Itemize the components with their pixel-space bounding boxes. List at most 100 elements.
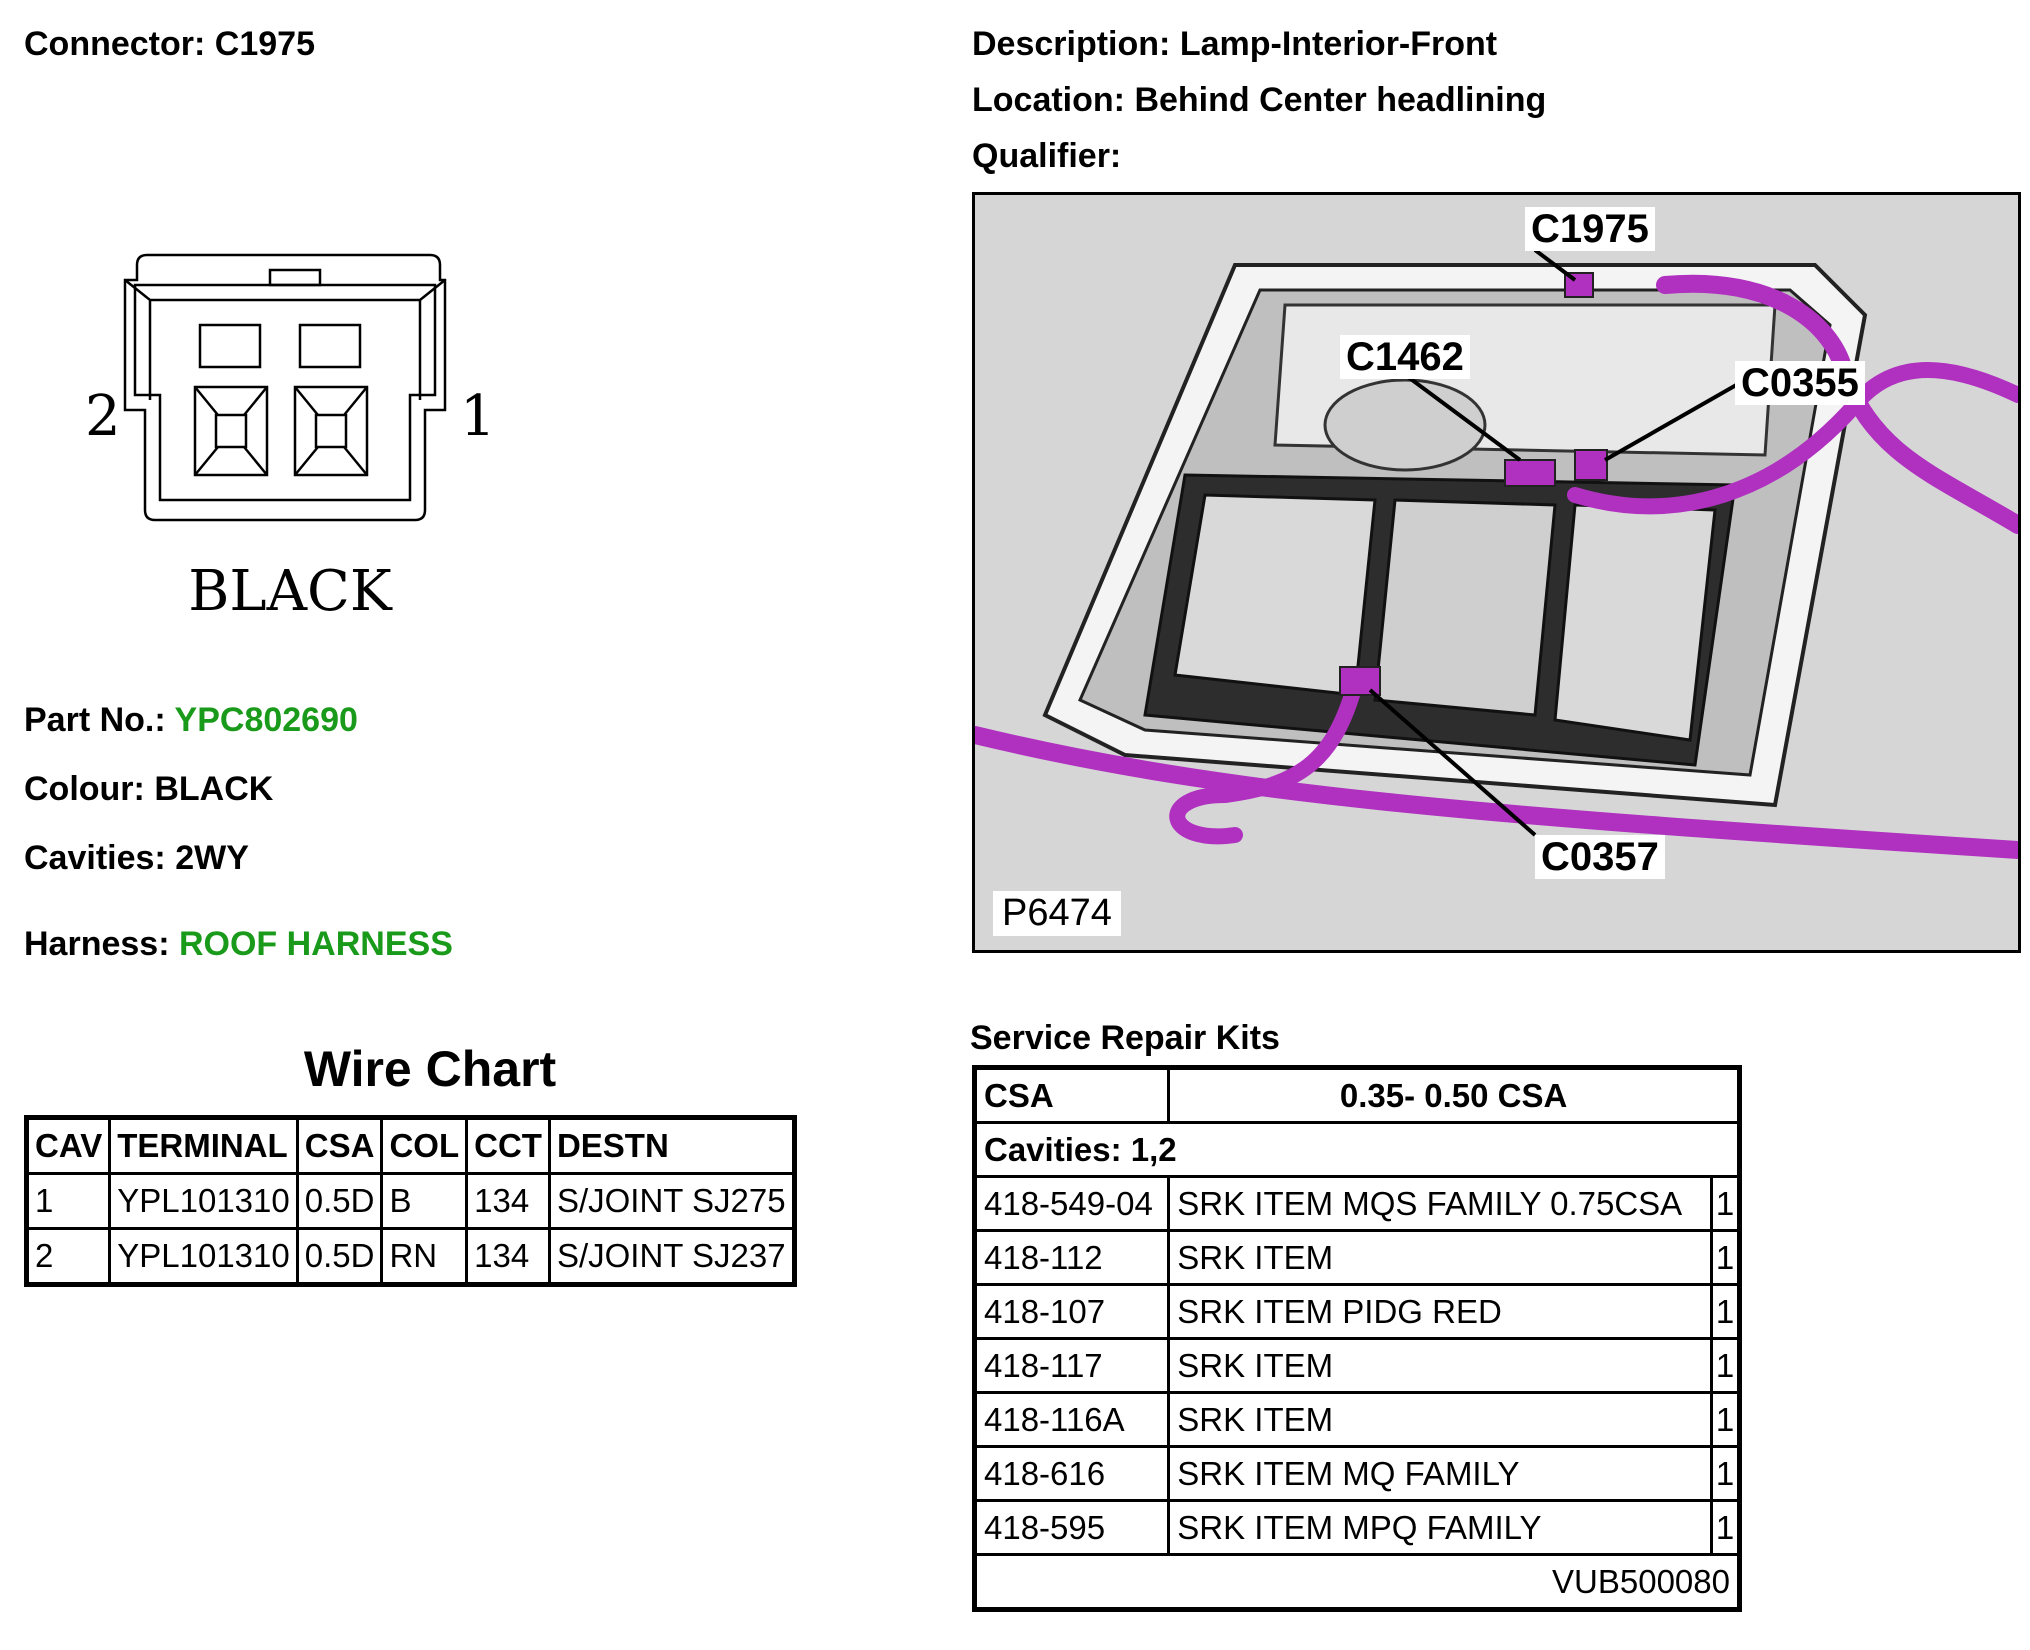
srk-desc: SRK ITEM MPQ FAMILY <box>1167 1499 1713 1556</box>
cell-cct: 134 <box>465 1172 551 1230</box>
description-line: Description: Lamp-Interior-Front <box>972 24 1497 64</box>
srk-qty: 1 <box>1710 1445 1741 1502</box>
srk-part: 418-595 <box>972 1499 1171 1556</box>
srk-desc: SRK ITEM <box>1167 1229 1713 1286</box>
cell-terminal: YPL101310 <box>108 1227 299 1286</box>
connector-inner-outline <box>133 283 437 502</box>
connectors-highlighted <box>1339 272 1608 696</box>
header-cct: CCT <box>465 1116 551 1175</box>
table-row: 418-116A SRK ITEM 1 <box>972 1391 1741 1448</box>
srk-qty: 1 <box>1710 1499 1741 1556</box>
harness-line: Harness: ROOF HARNESS <box>24 924 453 964</box>
srk-part: 418-107 <box>972 1283 1171 1340</box>
wire-chart-title: Wire Chart <box>303 1041 557 1097</box>
cell-csa: 0.5D <box>295 1172 384 1230</box>
connector-line: Connector: C1975 <box>24 24 315 64</box>
srk-qty: 1 <box>1710 1175 1741 1232</box>
callout-c0355: C0355 <box>1735 361 1865 405</box>
location-label: Location: <box>972 81 1125 119</box>
callout-c1462: C1462 <box>1340 335 1470 379</box>
cavity-2 <box>193 385 269 477</box>
connector-value: C1975 <box>214 25 315 63</box>
latch-tab <box>268 268 322 287</box>
srk-csa-label: CSA <box>972 1066 1171 1124</box>
srk-footer: VUB500080 <box>973 1553 1741 1611</box>
cell-cav: 2 <box>24 1227 112 1286</box>
cell-csa: 0.5D <box>295 1227 384 1286</box>
connector-face-diagram: 2 1 BLACK <box>85 253 495 624</box>
srk-desc: SRK ITEM PIDG RED <box>1167 1283 1713 1340</box>
table-row: 418-112 SRK ITEM 1 <box>972 1229 1741 1286</box>
qualifier-label: Qualifier: <box>972 137 1122 175</box>
table-row: 1 YPL101310 0.5D B 134 S/JOINT SJ275 <box>24 1172 796 1230</box>
terminal-1 <box>314 413 348 449</box>
cell-destn: S/JOINT SJ237 <box>547 1227 796 1286</box>
description-label: Description: <box>972 25 1171 63</box>
cell-cct: 134 <box>465 1227 551 1286</box>
srk-qty: 1 <box>1710 1229 1741 1286</box>
location-line: Location: Behind Center headlining <box>972 80 1546 120</box>
wire-chart-header-row: CAV TERMINAL CSA COL CCT DESTN <box>24 1116 796 1175</box>
srk-part: 418-116A <box>972 1391 1171 1448</box>
srk-part: 418-616 <box>972 1445 1171 1502</box>
srk-table: CSA 0.35- 0.50 CSA Cavities: 1,2 418-549… <box>972 1065 1742 1612</box>
srk-part: 418-117 <box>972 1337 1171 1394</box>
srk-title: Service Repair Kits <box>970 1019 1280 1057</box>
cavities-line: Cavities: 2WY <box>24 838 249 878</box>
pin-number-1: 1 <box>460 384 495 449</box>
part-no-line: Part No.: YPC802690 <box>24 700 358 740</box>
connector-bevel <box>124 279 446 400</box>
srk-desc: SRK ITEM <box>1167 1391 1713 1448</box>
table-row: 418-117 SRK ITEM 1 <box>972 1337 1741 1394</box>
srk-part: 418-549-04 <box>972 1175 1171 1232</box>
cavities-label: Cavities: <box>24 839 166 877</box>
colour-line: Colour: BLACK <box>24 769 273 809</box>
srk-qty: 1 <box>1710 1283 1741 1340</box>
terminal-2 <box>214 413 248 449</box>
location-photo: C1975 C1462 C0355 C0357 P6474 <box>972 192 2021 953</box>
connector-label: Connector: <box>24 25 206 63</box>
lamp-housing <box>1042 263 1868 808</box>
cavity-upper-1 <box>298 323 362 369</box>
wire-chart-table: CAV TERMINAL CSA COL CCT DESTN 1 YPL1013… <box>24 1115 797 1287</box>
cell-col: B <box>380 1172 469 1230</box>
srk-csa-row: CSA 0.35- 0.50 CSA <box>972 1066 1741 1124</box>
table-row: 418-595 SRK ITEM MPQ FAMILY 1 <box>972 1499 1741 1556</box>
header-csa: CSA <box>295 1116 384 1175</box>
harness-label: Harness: <box>24 925 170 963</box>
callout-c0357: C0357 <box>1535 835 1665 879</box>
header-terminal: TERMINAL <box>108 1116 299 1175</box>
location-value: Behind Center headlining <box>1134 81 1547 119</box>
cavity-upper-2 <box>198 323 262 369</box>
connector-outline <box>123 253 447 522</box>
srk-desc: SRK ITEM <box>1167 1337 1713 1394</box>
header-col: COL <box>380 1116 469 1175</box>
cavity-1 <box>293 385 369 477</box>
srk-footer-row: VUB500080 <box>973 1553 1741 1611</box>
srk-cavities-row: Cavities: 1,2 <box>973 1121 1741 1178</box>
cavities-value: 2WY <box>175 839 249 877</box>
part-no-label: Part No.: <box>24 701 166 739</box>
colour-label: Colour: <box>24 770 145 808</box>
srk-qty: 1 <box>1710 1337 1741 1394</box>
colour-value: BLACK <box>154 770 274 808</box>
callout-c1975: C1975 <box>1525 207 1655 251</box>
srk-qty: 1 <box>1710 1391 1741 1448</box>
pin-number-2: 2 <box>85 384 121 449</box>
description-value: Lamp-Interior-Front <box>1179 25 1498 63</box>
header-cav: CAV <box>24 1116 112 1175</box>
srk-desc: SRK ITEM MQS FAMILY 0.75CSA <box>1167 1175 1713 1232</box>
cell-terminal: YPL101310 <box>108 1172 299 1230</box>
srk-csa-value: 0.35- 0.50 CSA <box>1167 1066 1741 1124</box>
photo-id-label: P6474 <box>993 891 1121 936</box>
table-row: 418-549-04 SRK ITEM MQS FAMILY 0.75CSA 1 <box>972 1175 1741 1232</box>
part-no-value[interactable]: YPC802690 <box>174 701 358 739</box>
cell-destn: S/JOINT SJ275 <box>547 1172 796 1230</box>
cell-cav: 1 <box>24 1172 112 1230</box>
cell-col: RN <box>380 1227 469 1286</box>
table-row: 418-107 SRK ITEM PIDG RED 1 <box>972 1283 1741 1340</box>
harness-value[interactable]: ROOF HARNESS <box>178 925 453 963</box>
table-row: 418-616 SRK ITEM MQ FAMILY 1 <box>972 1445 1741 1502</box>
header-destn: DESTN <box>547 1116 796 1175</box>
srk-cavities: Cavities: 1,2 <box>973 1121 1741 1178</box>
